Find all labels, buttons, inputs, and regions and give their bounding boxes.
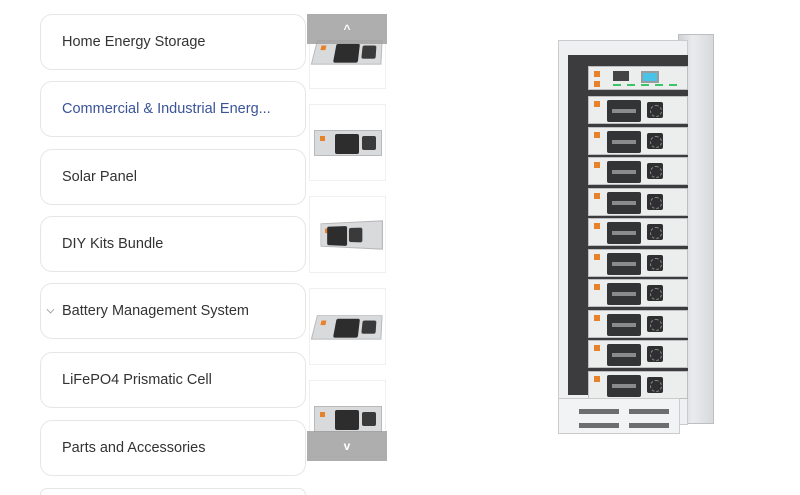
category-label: Home Energy Storage [62, 34, 206, 50]
category-lifepo4-prismatic-cell[interactable]: LiFePO4 Prismatic Cell [40, 352, 306, 408]
category-more[interactable] [40, 488, 306, 495]
thumbnail-strip [307, 14, 387, 461]
battery-module-image [319, 219, 383, 250]
battery-module [588, 157, 688, 185]
category-diy-kits-bundle[interactable]: DIY Kits Bundle [40, 216, 306, 272]
category-parts-and-accessories[interactable]: Parts and Accessories [40, 420, 306, 476]
cabinet-base [558, 398, 680, 434]
fan-icon [647, 346, 663, 362]
fan-icon [647, 254, 663, 271]
chevron-down-icon[interactable] [46, 305, 55, 314]
chevron-down-icon: v [343, 439, 351, 453]
battery-module-image [310, 314, 383, 340]
display-screen [641, 71, 659, 83]
fan-icon [647, 315, 663, 332]
fan-icon [647, 102, 663, 118]
battery-module [588, 248, 688, 277]
battery-module [588, 218, 688, 246]
thumbnail-2[interactable] [309, 104, 386, 181]
category-label: LiFePO4 Prismatic Cell [62, 372, 212, 388]
battery-module [588, 279, 688, 307]
fan-icon [647, 224, 663, 240]
battery-module-image [313, 405, 382, 432]
battery-module [588, 126, 688, 155]
battery-module [588, 340, 688, 368]
thumbnail-3[interactable] [309, 196, 386, 273]
category-home-energy-storage[interactable]: Home Energy Storage [40, 14, 306, 70]
battery-module-image [313, 129, 382, 156]
category-battery-management-system[interactable]: Battery Management System [40, 283, 306, 339]
thumbnail-scroll-up-button[interactable]: ^ [307, 14, 387, 44]
category-label: Solar Panel [62, 169, 137, 185]
fan-icon [647, 285, 663, 301]
thumbnail-scroll-down-button[interactable]: v [307, 431, 387, 461]
fan-icon [647, 193, 663, 210]
fan-icon [647, 376, 663, 393]
chevron-up-icon: ^ [343, 22, 351, 36]
category-label: Parts and Accessories [62, 440, 206, 456]
fan-icon [647, 163, 663, 179]
category-commercial-industrial-energy[interactable]: Commercial & Industrial Energ... [40, 81, 306, 137]
thumbnail-4[interactable] [309, 288, 386, 365]
category-label: DIY Kits Bundle [62, 236, 164, 252]
battery-module [588, 370, 688, 399]
battery-module [588, 309, 688, 338]
category-solar-panel[interactable]: Solar Panel [40, 149, 306, 205]
battery-module [588, 96, 688, 124]
fan-icon [647, 132, 663, 149]
category-label: Battery Management System [62, 303, 249, 319]
main-product-image [558, 30, 718, 438]
control-module [588, 66, 688, 90]
battery-module [588, 187, 688, 216]
category-label: Commercial & Industrial Energ... [62, 101, 271, 117]
